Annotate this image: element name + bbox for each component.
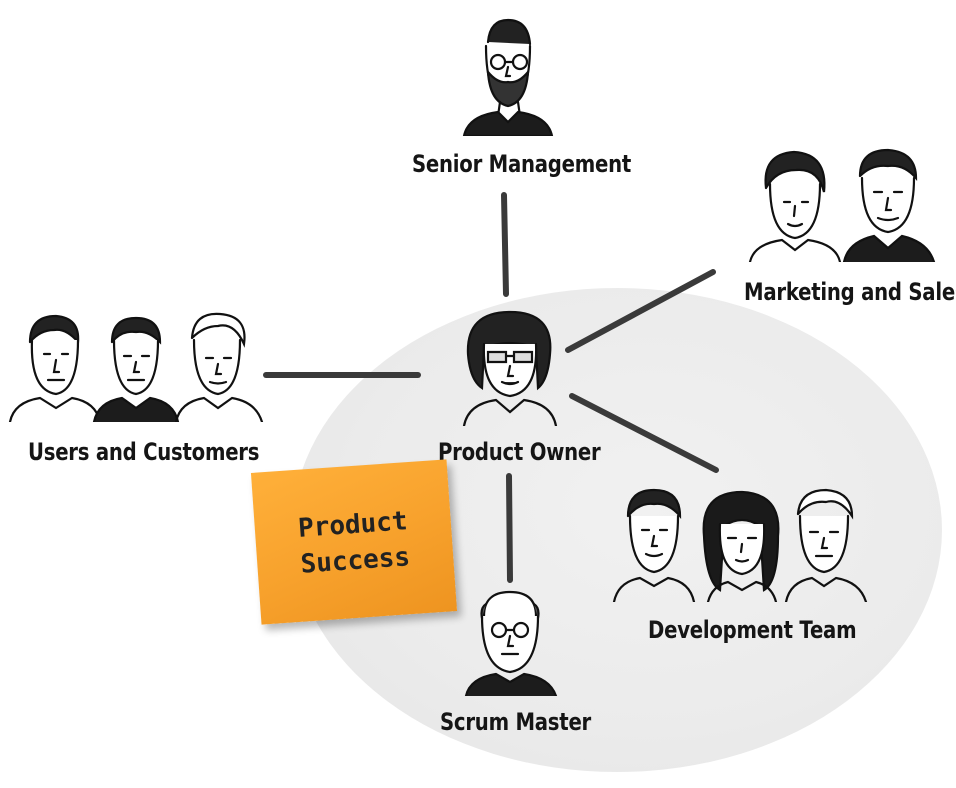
connector-development-team <box>569 393 719 473</box>
sticky-note-line-2: Success <box>299 542 412 580</box>
connector-marketing-sales <box>565 269 716 353</box>
marketing-sales-figures <box>748 148 936 262</box>
senior-manager-figure <box>462 18 554 136</box>
connector-senior-management <box>501 192 509 297</box>
users-customers-figures <box>8 312 264 422</box>
marketing-sales-label: Marketing and Sales <box>744 278 956 306</box>
connector-scrum-master <box>506 473 513 583</box>
senior-management-label: Senior Management <box>412 150 632 178</box>
product-owner-label: Product Owner <box>438 438 601 466</box>
development-team-figures <box>612 488 868 602</box>
scrum-master-figure <box>464 590 558 696</box>
development-team-label: Development Team <box>648 616 857 644</box>
scrum-master-label: Scrum Master <box>440 708 592 736</box>
product-owner-figure <box>462 310 558 426</box>
users-customers-label: Users and Customers <box>28 438 260 466</box>
product-success-sticky-note: Product Success <box>250 459 458 625</box>
